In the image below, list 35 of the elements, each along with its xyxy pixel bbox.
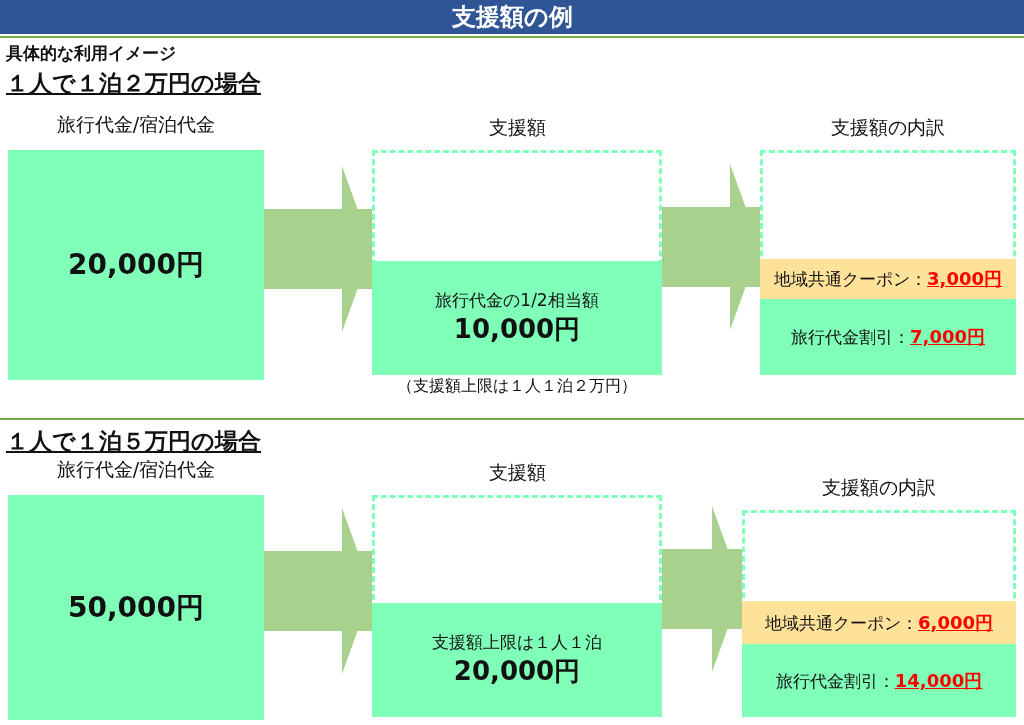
amount-text: 50,000円	[67, 589, 205, 626]
case-heading: １人で１泊２万円の場合	[6, 69, 261, 98]
column-heading: 支援額	[487, 115, 547, 140]
item-label: 地域共通クーポン：	[774, 268, 928, 291]
block-arrow	[264, 166, 372, 332]
block-arrow	[662, 506, 742, 672]
item-label: 旅行代金割引：	[775, 669, 895, 693]
amount-text: 6,000円	[918, 610, 993, 635]
case-heading: １人で１泊５万円の場合	[6, 427, 261, 456]
discount-band	[742, 644, 1016, 717]
column-heading: 旅行代金/宿泊代金	[55, 112, 217, 137]
amount-text: 10,000円	[453, 313, 581, 346]
amount-text: 20,000円	[453, 655, 581, 688]
support-amount-box	[372, 603, 662, 717]
coupon-band	[760, 259, 1016, 299]
amount-text: 14,000円	[894, 668, 983, 693]
note-text: （支援額上限は１人１泊２万円）	[396, 376, 638, 397]
column-heading: 旅行代金/宿泊代金	[55, 457, 217, 482]
section-caption: 具体的な利用イメージ	[6, 42, 176, 65]
column-heading: 支援額の内訳	[830, 115, 946, 140]
item-label: 地域共通クーポン：	[765, 611, 919, 635]
coupon-band	[742, 601, 1016, 644]
description-text: 支援額上限は１人１泊	[432, 631, 602, 654]
block-arrow	[662, 164, 760, 330]
column-heading: 支援額	[487, 460, 547, 485]
block-arrow	[264, 508, 372, 674]
amount-text: 3,000円	[927, 267, 1002, 291]
description-text: 旅行代金の1/2相当額	[435, 289, 599, 312]
column-heading: 支援額の内訳	[821, 475, 937, 500]
item-label: 旅行代金割引：	[791, 326, 911, 349]
amount-text: 7,000円	[910, 325, 985, 349]
title-bar: 支援額の例	[0, 0, 1024, 34]
discount-band	[760, 299, 1016, 375]
amount-text: 20,000円	[67, 247, 205, 283]
support-amount-box	[372, 261, 662, 375]
